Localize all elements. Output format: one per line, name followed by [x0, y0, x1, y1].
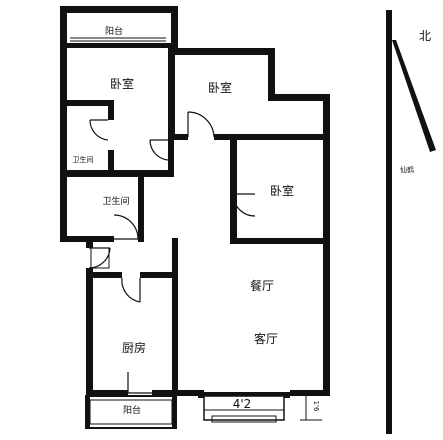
room-label-toilet-small: 卫生间 [73, 155, 94, 164]
north-arrow-icon [392, 40, 436, 152]
room-label-bedroom-right: 卧室 [270, 183, 294, 198]
street-bar [386, 10, 392, 434]
room-label-kitchen: 厨房 [122, 340, 146, 355]
entry-landing [90, 247, 110, 269]
room-label-balcony-bottom: 阳台 [123, 404, 141, 416]
bottom-balcony [85, 395, 177, 429]
lower-walls [86, 236, 330, 398]
room-label-toilet-large: 卫生间 [102, 195, 129, 207]
room-label-living: 客厅 [254, 331, 278, 346]
room-label-balcony-top: 阳台 [105, 25, 123, 37]
middle-bedroom-walls [168, 48, 330, 140]
side-mark: 1'6 [300, 392, 322, 421]
right-bedroom-walls [230, 134, 330, 244]
room-label-dining: 餐厅 [250, 278, 274, 293]
side-mark-label: 1'6 [312, 401, 320, 412]
room-label-master-bedroom: 卧室 [110, 76, 134, 91]
room-label-bedroom-middle: 卧室 [208, 80, 232, 95]
compass: 北 仙鹤 [386, 10, 436, 434]
top-balcony-window [70, 37, 166, 42]
bay-window [198, 392, 290, 423]
street-label: 仙鹤 [400, 165, 414, 174]
large-toilet-walls [60, 177, 144, 242]
door-swings [88, 111, 256, 394]
dimension-label: 4'2 [233, 397, 252, 411]
upper-left-walls [60, 6, 178, 177]
north-label: 北 [419, 29, 431, 43]
